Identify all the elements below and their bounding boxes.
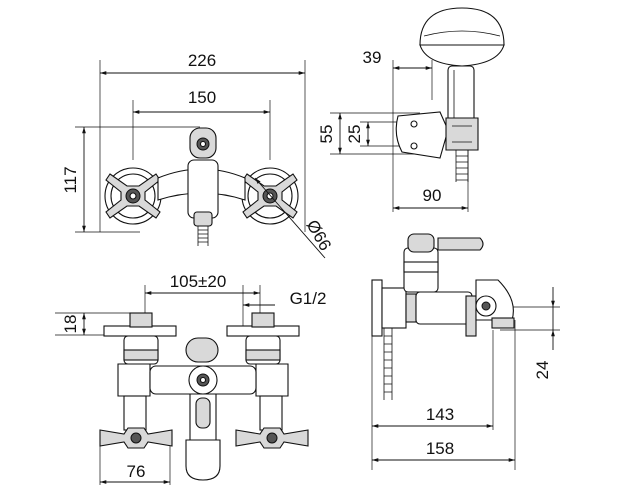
dim-label-18: 18 (61, 315, 80, 334)
dim-label-143: 143 (426, 405, 454, 424)
dim-label-diameter: Ø66 (303, 217, 336, 254)
front-view: 226 150 117 Ø66 (61, 51, 336, 259)
dim-label-thread: G1/2 (290, 289, 327, 308)
dim-label-226: 226 (188, 51, 216, 70)
dim-label-150: 150 (188, 88, 216, 107)
shower-head (419, 7, 505, 46)
dim-label-55: 55 (317, 125, 336, 144)
dim-label-39: 39 (363, 48, 382, 67)
bottom-front-view: 105±20 G1/2 18 76 (55, 272, 326, 485)
side-view: 143 158 24 (371, 233, 560, 470)
dim-label-90: 90 (423, 186, 442, 205)
dim-label-158: 158 (426, 439, 454, 458)
dim-label-24: 24 (533, 361, 552, 380)
dim-label-25: 25 (345, 125, 364, 144)
dim-label-76: 76 (127, 462, 146, 481)
dim-label-117: 117 (61, 166, 80, 193)
dim-label-105: 105±20 (170, 272, 227, 291)
holder-view: 39 55 25 90 (317, 7, 505, 212)
